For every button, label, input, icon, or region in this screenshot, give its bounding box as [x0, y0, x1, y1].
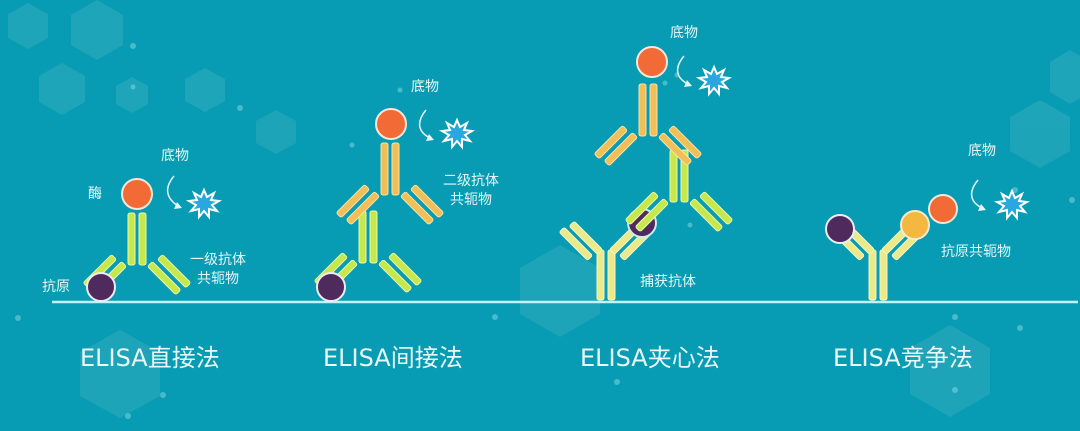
antigen-circle: [86, 272, 116, 302]
substrate-star: [993, 188, 1031, 221]
antigen-conjugate-circle: [900, 210, 930, 240]
panel-indirect-graphics: [314, 108, 476, 302]
antigen-circle: [825, 214, 855, 244]
antigen-label: 抗原: [42, 279, 70, 295]
title-direct: ELISA直接法: [80, 344, 220, 372]
antigen-circle: [316, 272, 346, 302]
capture-antibody-label: 捕获抗体: [640, 274, 696, 290]
enzyme-circle: [636, 46, 668, 78]
enzyme-circle: [121, 178, 153, 210]
title-indirect: ELISA间接法: [323, 344, 463, 372]
substrate-label: 底物: [968, 143, 996, 159]
title-competitive: ELISA竞争法: [833, 344, 973, 372]
panel-direct-graphics: [83, 175, 223, 302]
substrate-label: 底物: [670, 25, 698, 41]
substrate-star: [185, 187, 223, 220]
background-hexagons: [8, 0, 1080, 418]
substrate-star: [438, 117, 476, 150]
enzyme-label: 酶: [88, 186, 102, 202]
substrate-star: [695, 64, 733, 97]
title-sandwich: ELISA夹心法: [580, 344, 720, 372]
primary-conjugate-label: 一级抗体 共轭物: [190, 252, 246, 287]
panel-competitive-graphics: [825, 179, 1031, 301]
substrate-label: 底物: [161, 148, 189, 164]
enzyme-circle: [928, 194, 958, 224]
substrate-label: 底物: [411, 79, 439, 95]
antigen-conjugate-label: 抗原共轭物: [941, 244, 1011, 260]
enzyme-circle: [375, 108, 407, 140]
secondary-conjugate-label: 二级抗体 共轭物: [443, 173, 499, 208]
panel-sandwich-graphics: [559, 46, 733, 301]
